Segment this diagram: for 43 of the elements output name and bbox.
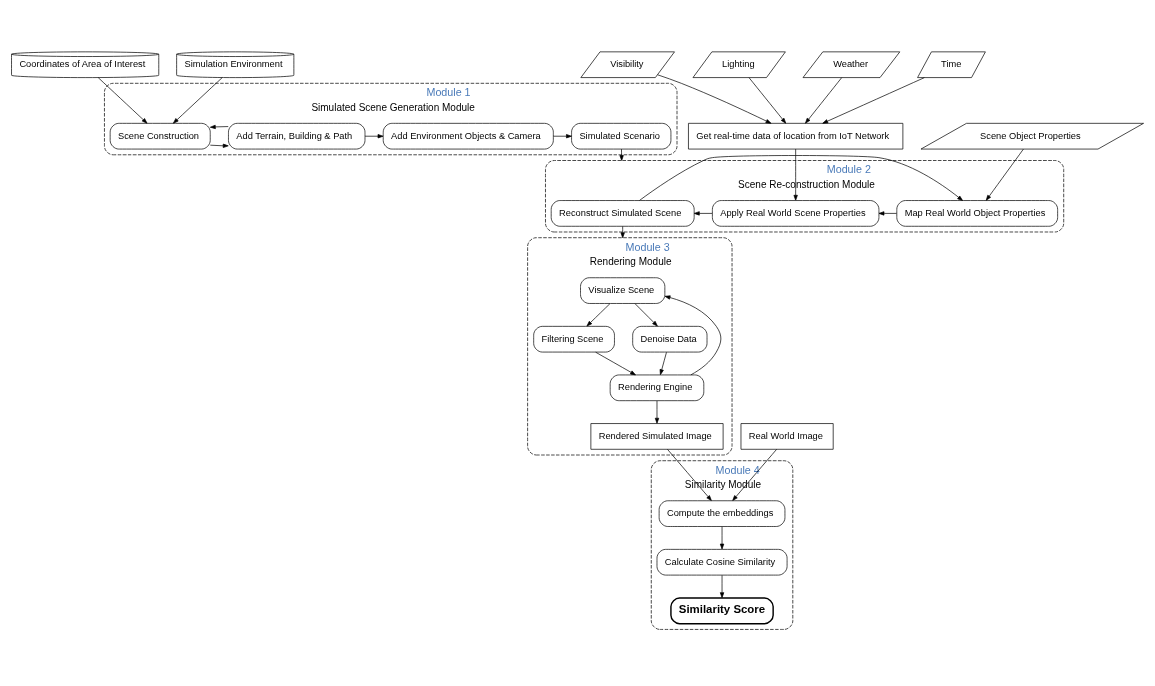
arrow <box>748 76 787 124</box>
node-box: Get real-time data of location from IoT Network <box>688 122 904 149</box>
arrow <box>822 76 925 124</box>
arrow <box>732 448 777 501</box>
arrow <box>805 76 843 124</box>
node-box: Reconstruct Simulated Scene <box>550 199 695 227</box>
arrow <box>693 210 713 215</box>
node-box: Similarity Score <box>670 596 774 624</box>
arrow <box>209 124 229 129</box>
arrow <box>659 351 667 375</box>
arrow <box>654 400 660 424</box>
arrow <box>793 148 798 201</box>
node-box: Add Terrain, Building & Path <box>228 122 366 149</box>
arrow <box>657 73 772 124</box>
arrow <box>719 574 725 598</box>
arrow <box>719 525 725 549</box>
node-box: Visualize Scene <box>580 276 666 304</box>
arrow <box>664 294 722 375</box>
node-box: Add Environment Objects & Camera <box>382 122 554 149</box>
node-box: Map Real World Object Properties <box>896 199 1058 227</box>
node-box: Compute the embeddings <box>658 499 786 527</box>
node-box: Real World Image <box>740 422 834 450</box>
arrow <box>364 133 384 138</box>
arrow <box>878 210 897 215</box>
arrow <box>639 154 963 201</box>
node-box: Filtering Scene <box>533 325 615 352</box>
node-box: Denoise Data <box>632 325 708 352</box>
arrow <box>553 133 572 138</box>
arrow <box>173 76 223 124</box>
node-box: Scene Construction <box>109 122 211 149</box>
node-box: Apply Real World Scene Properties <box>712 199 880 227</box>
node-box: Calculate Cosine Similarity <box>656 548 788 575</box>
node-box: Rendering Engine <box>609 374 705 401</box>
arrow <box>985 148 1024 201</box>
node-box: Rendered Simulated Image <box>590 422 724 450</box>
arrow <box>209 143 229 148</box>
arrow <box>634 302 658 326</box>
arrow <box>619 148 624 161</box>
arrow <box>586 302 611 326</box>
node-box: Simulated Scenario <box>571 122 672 149</box>
arrow <box>667 448 712 501</box>
arrow <box>620 225 625 238</box>
arrow <box>595 351 636 375</box>
